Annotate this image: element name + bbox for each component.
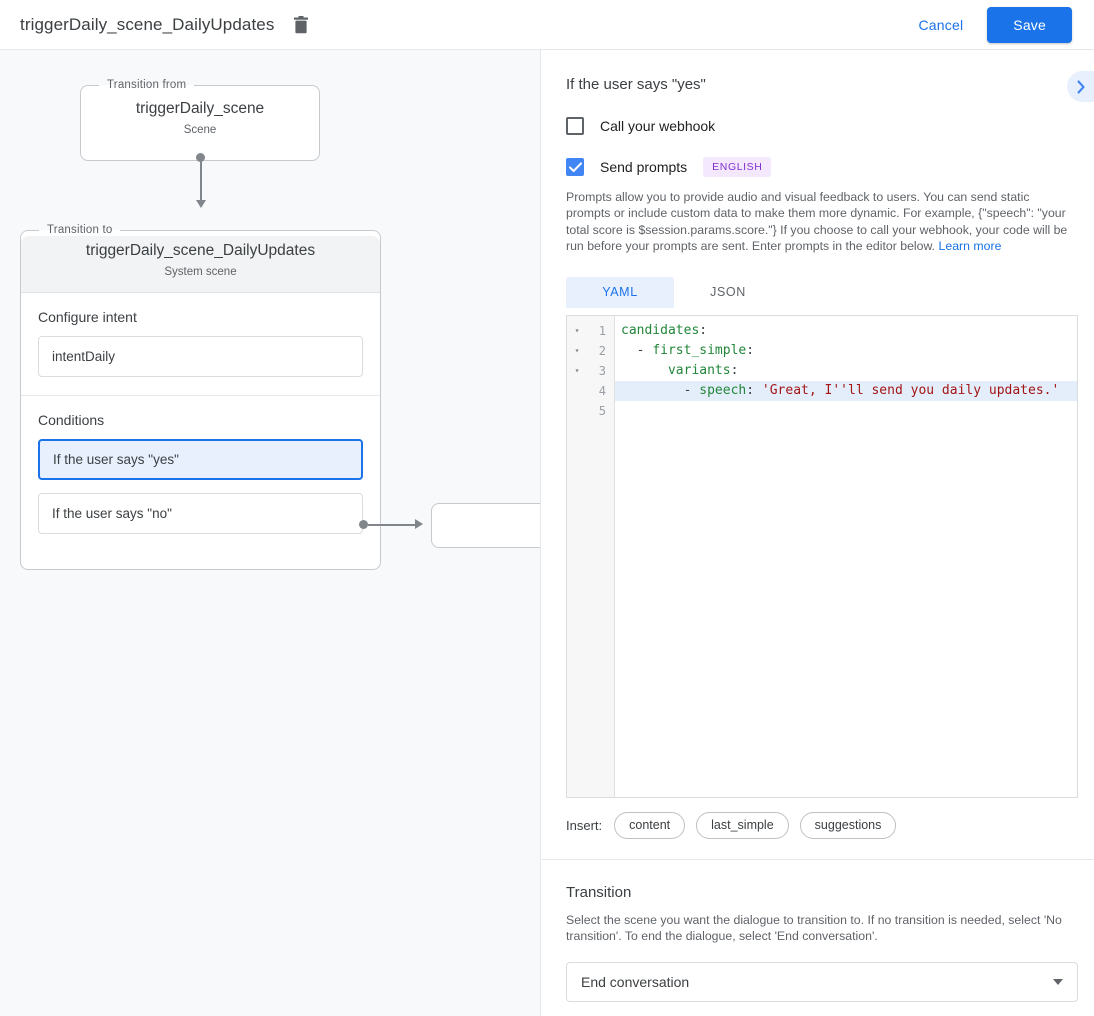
- call-webhook-checkbox[interactable]: [566, 117, 584, 135]
- top-bar: triggerDaily_scene_DailyUpdates Cancel S…: [0, 0, 1094, 50]
- transition-to-header: triggerDaily_scene_DailyUpdates System s…: [21, 232, 380, 293]
- line-number: 1: [598, 323, 606, 338]
- connector-dot-right: [359, 520, 368, 529]
- connector-line-vertical: [200, 158, 202, 202]
- caret-down-icon: [1053, 979, 1063, 986]
- transition-select[interactable]: End conversation: [566, 962, 1078, 1003]
- conditions-section: Conditions If the user says "yes" If the…: [21, 395, 380, 552]
- editor-code-area[interactable]: candidates: - first_simple: variants: - …: [615, 316, 1077, 797]
- code-token: variants: [667, 362, 731, 378]
- connector-arrow-down: [196, 200, 206, 208]
- panel-title: If the user says "yes": [566, 76, 706, 93]
- insert-chip-suggestions[interactable]: suggestions: [799, 811, 897, 839]
- editor-format-tabs: YAML JSON: [566, 276, 1094, 308]
- line-number: 3: [598, 363, 606, 378]
- page-title: triggerDaily_scene_DailyUpdates: [20, 14, 275, 34]
- fold-arrow-icon[interactable]: ▾: [574, 365, 580, 375]
- cancel-button[interactable]: Cancel: [905, 9, 978, 41]
- connector-arrow-right: [415, 519, 423, 529]
- send-prompts-checkbox[interactable]: [566, 158, 584, 176]
- graph-canvas[interactable]: Transition from triggerDaily_scene Scene…: [0, 50, 541, 1016]
- code-token: first_simple: [652, 342, 747, 358]
- chevron-right-icon: [1076, 79, 1085, 94]
- transition-selected-value: End conversation: [581, 974, 690, 991]
- transition-from-node[interactable]: Transition from triggerDaily_scene Scene: [80, 79, 320, 161]
- line-number: 5: [598, 403, 606, 418]
- editor-code-line: [615, 401, 1077, 421]
- insert-chip-last-simple[interactable]: last_simple: [696, 811, 789, 839]
- insert-label: Insert:: [566, 817, 603, 833]
- code-token: :: [699, 322, 708, 338]
- target-node-preview[interactable]: [431, 503, 540, 548]
- editor-line-number: ▾3: [567, 361, 614, 381]
- save-button[interactable]: Save: [987, 6, 1072, 43]
- configure-intent-section: Configure intent intentDaily: [21, 293, 380, 395]
- editor-line-number: 4: [567, 381, 614, 401]
- insert-chip-content[interactable]: content: [614, 811, 686, 839]
- editor-code-line: - speech: 'Great, I''ll send you daily u…: [615, 380, 1077, 401]
- send-prompts-label: Send prompts: [600, 159, 688, 175]
- transition-from-subtitle: Scene: [183, 124, 217, 136]
- trash-icon: [294, 15, 309, 33]
- code-token: -: [621, 342, 653, 358]
- editor-code-line: - first_simple:: [615, 341, 1077, 361]
- code-token: :: [746, 342, 755, 358]
- transition-title: Transition: [566, 883, 632, 901]
- editor-code-line: candidates:: [615, 321, 1077, 341]
- code-token: :: [730, 362, 739, 378]
- condition-item-yes[interactable]: If the user says "yes": [38, 439, 363, 480]
- transition-from-title: triggerDaily_scene: [135, 100, 265, 117]
- code-token: candidates: [621, 322, 700, 338]
- transition-to-title: triggerDaily_scene_DailyUpdates: [85, 242, 316, 259]
- details-panel: If the user says "yes" Call your webhook…: [542, 50, 1094, 1016]
- insert-row: Insert: content last_simple suggestions: [566, 811, 1094, 839]
- code-token: speech: [699, 382, 747, 398]
- fold-arrow-icon[interactable]: ▾: [574, 345, 580, 355]
- intent-field[interactable]: intentDaily: [38, 336, 363, 377]
- condition-item-no[interactable]: If the user says "no": [38, 493, 363, 534]
- panel-section-divider: [542, 858, 1094, 860]
- editor-code-line: variants:: [615, 361, 1077, 381]
- transition-to-node[interactable]: Transition to triggerDaily_scene_DailyUp…: [20, 224, 381, 570]
- editor-line-number: 5: [567, 401, 614, 421]
- prompts-description: Prompts allow you to provide audio and v…: [566, 189, 1070, 255]
- code-token: :: [746, 382, 762, 398]
- transition-from-legend: Transition from: [107, 79, 187, 91]
- transition-description: Select the scene you want the dialogue t…: [566, 912, 1062, 944]
- conditions-label: Conditions: [38, 412, 105, 428]
- language-badge: ENGLISH: [703, 157, 772, 177]
- webhook-row: Call your webhook: [542, 117, 1094, 135]
- connector-line-horizontal: [368, 524, 416, 526]
- line-number: 2: [598, 343, 606, 358]
- fold-arrow-icon[interactable]: ▾: [574, 325, 580, 335]
- transition-from-content: triggerDaily_scene Scene: [81, 91, 319, 136]
- check-icon: [568, 161, 582, 172]
- code-token: -: [621, 382, 700, 398]
- delete-button[interactable]: [289, 13, 313, 37]
- collapse-panel-button[interactable]: [1067, 71, 1094, 102]
- configure-intent-label: Configure intent: [38, 309, 137, 325]
- connector-dot-top: [196, 153, 205, 162]
- tab-json[interactable]: JSON: [710, 285, 746, 300]
- learn-more-link[interactable]: Learn more: [938, 239, 1002, 254]
- prompts-description-text: Prompts allow you to provide audio and v…: [566, 190, 1068, 254]
- code-token: 'Great, I''ll send you daily updates.': [761, 382, 1060, 398]
- transition-section: Transition Select the scene you want the…: [542, 860, 1094, 1003]
- call-webhook-label: Call your webhook: [600, 118, 716, 134]
- editor-line-number: ▾1: [567, 321, 614, 341]
- prompts-row: Send prompts ENGLISH: [542, 157, 1094, 177]
- code-token: [621, 363, 668, 378]
- transition-to-legend: Transition to: [47, 224, 113, 236]
- line-number: 4: [598, 383, 606, 398]
- tab-yaml[interactable]: YAML: [566, 276, 674, 308]
- transition-to-subtitle: System scene: [164, 266, 237, 278]
- panel-header: If the user says "yes": [542, 50, 1094, 102]
- editor-line-number: ▾2: [567, 341, 614, 361]
